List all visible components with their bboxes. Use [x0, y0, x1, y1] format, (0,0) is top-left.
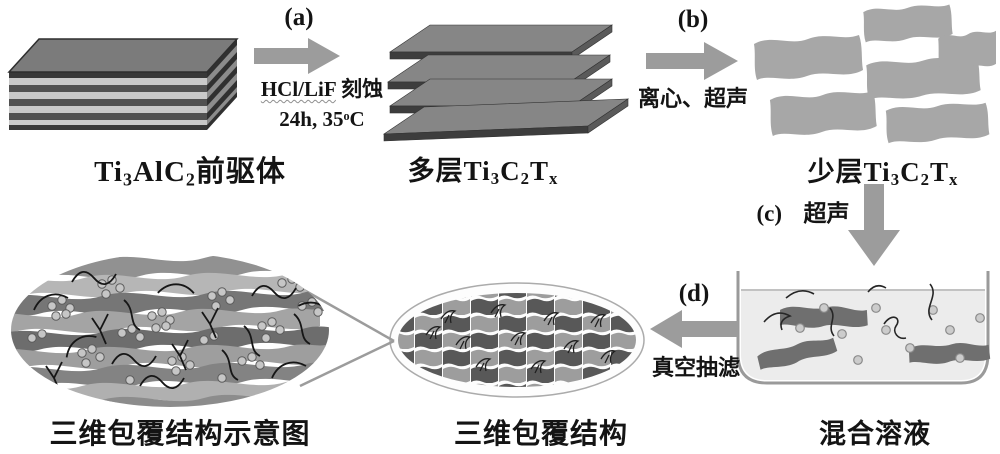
precursor-stack-graphic — [7, 38, 239, 130]
step-b-caption: 离心、超声 — [637, 86, 748, 111]
magnifier-lines — [299, 288, 395, 388]
arrow-right-a-icon — [254, 38, 340, 74]
precursor-label: Ti3AlC2前驱体 — [94, 156, 286, 190]
arrow-left-d-icon — [650, 310, 738, 348]
lens-spheres — [27, 274, 323, 385]
step-d-caption: 真空抽滤 — [651, 355, 740, 380]
step-a-caption: HCl/LiF 刻蚀 24h, 35oC — [230, 76, 414, 133]
coated-structure-label: 三维包覆结构 — [453, 419, 628, 450]
step-c-row: (c) 超声 — [748, 200, 858, 227]
step-c-tag: (c) — [756, 201, 783, 226]
beaker-graphic — [736, 271, 992, 385]
step-c-caption: 超声 — [803, 201, 850, 226]
multilayer-slabs-graphic — [382, 24, 630, 142]
step-d-tag: (d) — [678, 280, 710, 307]
coated-structure-schematic-label: 三维包覆结构示意图 — [49, 419, 311, 450]
multilayer-label: 多层Ti3C2Tx — [407, 156, 559, 189]
step-b-tag: (b) — [677, 6, 709, 33]
arrow-right-b-icon — [646, 42, 738, 80]
arrow-down-c-icon — [848, 184, 900, 266]
fewlayer-label: 少层Ti3C2Tx — [807, 157, 959, 190]
lens-ribbons — [11, 254, 329, 407]
step-a-tag: (a) — [284, 4, 314, 31]
mixed-solution-label: 混合溶液 — [819, 419, 931, 449]
step-a-caption-line1: HCl/LiF 刻蚀 — [260, 77, 384, 101]
solution-particles — [795, 303, 985, 365]
step-a-caption-line2: 24h, 35oC — [279, 107, 365, 132]
fewlayer-flakes-graphic — [754, 4, 996, 144]
solution-polymer-chains — [763, 283, 934, 340]
coated-structure-disc-graphic — [389, 282, 645, 398]
schematic-lens-graphic — [11, 254, 329, 407]
